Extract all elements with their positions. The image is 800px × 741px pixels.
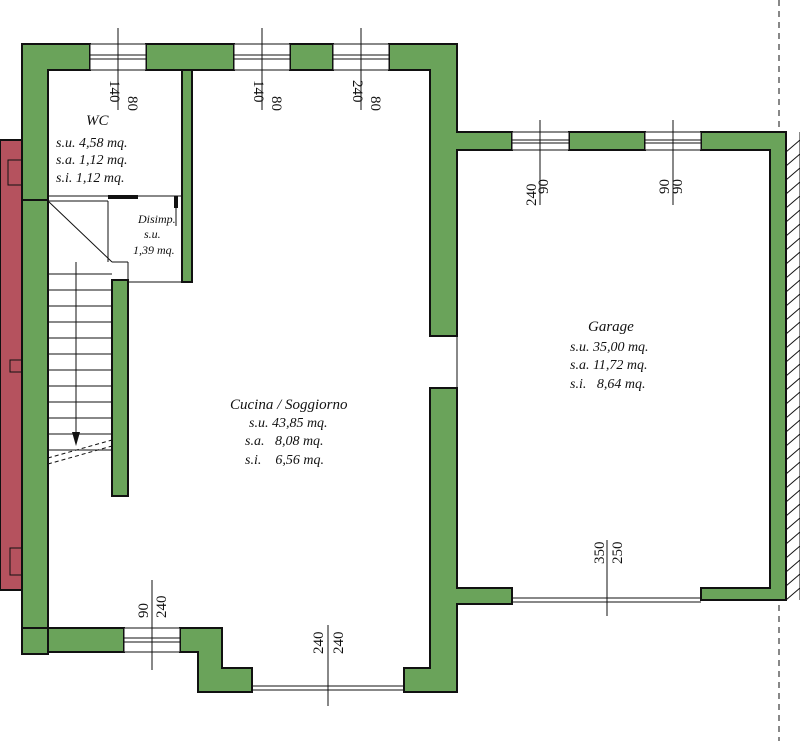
dim-g1-top: 90: [536, 179, 552, 194]
hatch-line: [785, 531, 800, 545]
dim-bc-bot: 240: [311, 632, 327, 655]
disimp-title: Disimp.: [137, 212, 176, 226]
dim-w2-top: 80: [268, 96, 284, 111]
dim-g2-bot: 90: [657, 179, 673, 194]
hatch-line: [785, 503, 800, 517]
garage-si: s.i. 8,64 mq.: [570, 377, 645, 392]
hatch-line: [785, 181, 800, 195]
hatch-line: [785, 433, 800, 447]
hatch-line: [785, 237, 800, 251]
wc-su: s.u. 4,58 mq.: [56, 136, 128, 151]
hatch-line: [785, 209, 800, 223]
hatch-line: [785, 293, 800, 307]
garage-walls: [568, 131, 787, 601]
dim-garage-door-top: 250: [610, 542, 626, 565]
wc-sa: s.a. 1,12 mq.: [56, 153, 128, 168]
cucina-sa: s.a. 8,08 mq.: [245, 434, 324, 449]
hatch-line: [785, 377, 800, 391]
hatch-line: [785, 587, 800, 601]
garage-sa: s.a. 11,72 mq.: [570, 358, 648, 373]
dim-bc-top: 240: [331, 632, 347, 655]
hatch-line: [785, 167, 800, 181]
hatch-line: [785, 307, 800, 321]
staircase: [47, 200, 113, 465]
hatch-line: [785, 279, 800, 293]
wc-si: s.i. 1,12 mq.: [56, 171, 124, 186]
hatch-line: [785, 573, 800, 587]
wc-title: WC: [86, 113, 109, 129]
hatch-line: [785, 139, 800, 153]
disimp-su: s.u.: [144, 227, 161, 241]
dim-w1-top: 80: [124, 96, 140, 111]
hatch-line: [785, 349, 800, 363]
dim-bl-bot: 90: [136, 603, 152, 618]
hatch-line: [785, 223, 800, 237]
dim-bl-top: 240: [154, 596, 170, 619]
house-walls: [21, 43, 513, 693]
disimp-area: 1,39 mq.: [133, 243, 175, 257]
hatch-line: [785, 391, 800, 405]
dim-w1-bot: 140: [106, 80, 122, 103]
cucina-si: s.i. 6,56 mq.: [245, 453, 324, 468]
cucina-title: Cucina / Soggiorno: [230, 397, 348, 413]
hatch-line: [785, 195, 800, 209]
dim-w3-top: 80: [367, 96, 383, 111]
dim-g2-top: 90: [670, 179, 686, 194]
hatch-line: [785, 447, 800, 461]
hatch-line: [785, 321, 800, 335]
hatch-line: [785, 461, 800, 475]
dim-g1-bot: 240: [524, 184, 540, 207]
adjacent-wall: [0, 139, 23, 591]
hatch-line: [785, 517, 800, 531]
hatch-line: [785, 363, 800, 377]
dimension-lines: [117, 28, 674, 706]
hatch-line: [785, 335, 800, 349]
cucina-su: s.u. 43,85 mq.: [249, 416, 328, 431]
hatch-line: [785, 419, 800, 433]
dim-garage-door-bot: 350: [592, 542, 608, 565]
hatch-line: [785, 489, 800, 503]
hatch-line: [785, 475, 800, 489]
hatch-line: [785, 559, 800, 573]
hatch-line: [785, 153, 800, 167]
interior-partitions: [48, 195, 192, 283]
dim-w3-bot: 240: [349, 80, 365, 103]
hatch-line: [785, 251, 800, 265]
hatch-line: [785, 265, 800, 279]
garage-title: Garage: [588, 319, 634, 335]
hatch-line: [785, 405, 800, 419]
hatch-line: [785, 545, 800, 559]
garage-su: s.u. 35,00 mq.: [570, 340, 649, 355]
dim-w2-bot: 140: [250, 80, 266, 103]
